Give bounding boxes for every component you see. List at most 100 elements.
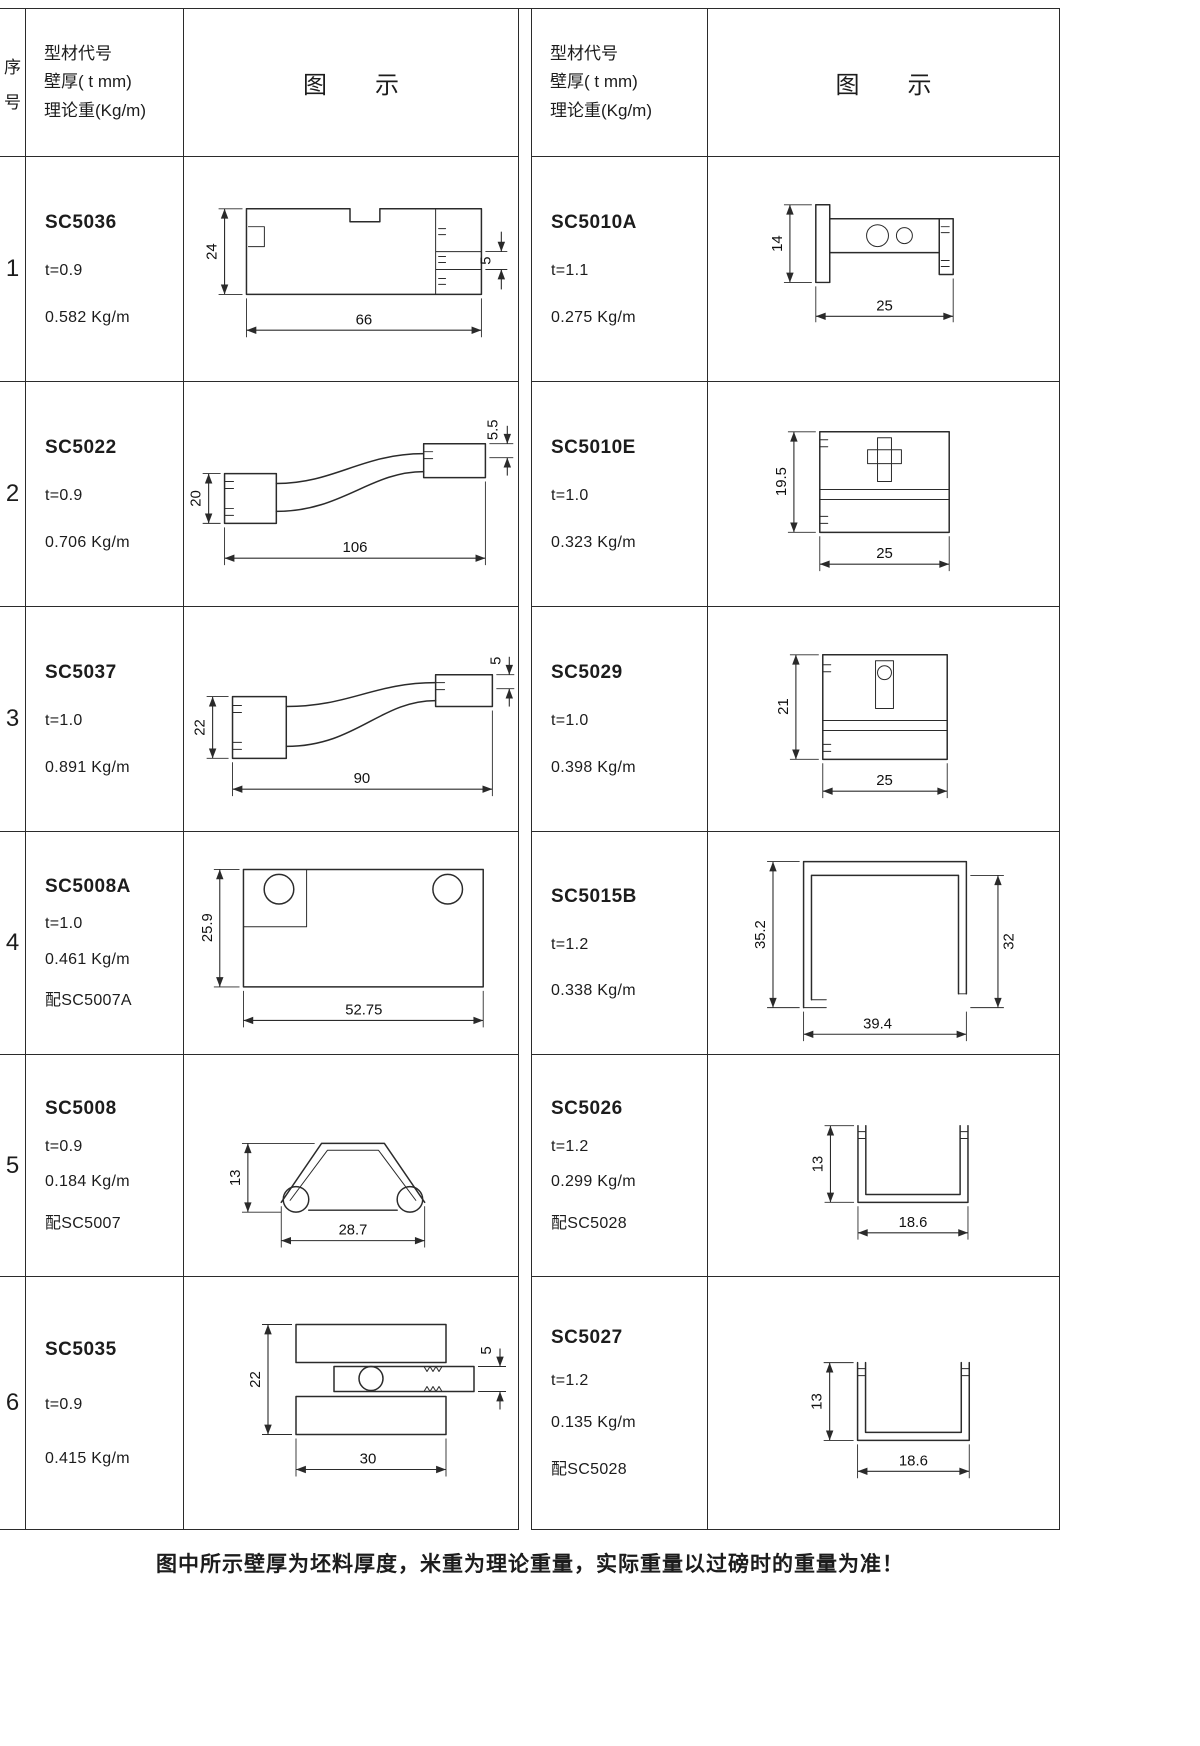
dim-label-height: 21 <box>775 698 792 715</box>
dim-width: 90 <box>232 710 493 797</box>
diagram-sc5008: 13 28.7 <box>228 1142 426 1248</box>
diagram-sc5015b: 35.2 32 39.4 <box>753 860 1018 1042</box>
row-number: 3 <box>0 607 26 832</box>
wall-thickness: t=1.0 <box>45 915 83 933</box>
dim-sub: 5 <box>487 657 515 707</box>
profile-drawing <box>295 1323 475 1436</box>
dim-label-height: 20 <box>188 490 205 507</box>
diagram-cell-sc5010a: 14 25 <box>708 157 1060 382</box>
header-seq-char-top: 序 <box>4 57 21 77</box>
column-divider <box>518 382 532 607</box>
profile-drawing <box>857 1124 969 1204</box>
profile-code: SC5008 <box>45 1098 117 1120</box>
dim-height: 22 <box>192 696 229 759</box>
diagram-cell-sc5029: 21 25 <box>708 607 1060 832</box>
diagram-sc5027: 13 18.6 <box>809 1361 971 1479</box>
header-diagram-label: 图 示 <box>303 72 399 99</box>
match-note: 配SC5028 <box>551 1214 627 1232</box>
dim-width: 25 <box>819 536 950 572</box>
dim-label-sub: 5 <box>487 657 504 665</box>
dim-label-height: 13 <box>811 1156 827 1172</box>
profile-drawing <box>245 208 483 296</box>
unit-weight: 0.582 Kg/m <box>45 308 130 326</box>
column-divider <box>518 607 532 832</box>
profile-info-sc5037: SC5037 t=1.0 0.891 Kg/m <box>26 607 184 832</box>
unit-weight: 0.398 Kg/m <box>551 758 636 776</box>
profile-code: SC5027 <box>551 1326 623 1348</box>
row-number: 6 <box>0 1277 26 1530</box>
profile-code: SC5008A <box>45 875 131 897</box>
wall-thickness: t=1.0 <box>551 487 589 504</box>
profile-drawing <box>242 868 484 988</box>
dim-width: 18.6 <box>857 1206 969 1240</box>
profile-info-sc5036: SC5036 t=0.9 0.582 Kg/m <box>26 157 184 382</box>
profile-drawing <box>280 1142 426 1213</box>
dim-label-width: 39.4 <box>863 1016 892 1032</box>
header-seq: 序 号 <box>0 9 26 157</box>
unit-weight: 0.323 Kg/m <box>551 533 636 551</box>
dim-width: 66 <box>246 298 482 338</box>
header-diagram-label: 图 示 <box>835 72 932 99</box>
wall-thickness: t=1.1 <box>551 262 589 279</box>
dim-height: 14 <box>769 204 812 283</box>
profile-drawing <box>231 673 494 760</box>
dim-label-height: 13 <box>228 1170 244 1186</box>
unit-weight: 0.299 Kg/m <box>551 1173 636 1191</box>
dim-label-sub: 5 <box>478 1346 495 1354</box>
header-weight-line: 理论重(Kg/m) <box>44 100 146 120</box>
dim-height: 13 <box>811 1125 855 1203</box>
profile-info-sc5008a: SC5008A t=1.0 0.461 Kg/m 配SC5007A <box>26 832 184 1055</box>
dim-label-width: 28.7 <box>339 1223 368 1239</box>
dim-label-height: 14 <box>769 235 786 252</box>
unit-weight: 0.135 Kg/m <box>551 1413 636 1431</box>
dim-width: 25 <box>815 278 954 323</box>
diagram-sc5026: 13 18.6 <box>811 1124 969 1240</box>
match-note: 配SC5007 <box>45 1214 121 1232</box>
dim-label-width: 66 <box>356 311 373 328</box>
wall-thickness: t=0.9 <box>45 262 83 279</box>
dim-sub: 32 <box>970 874 1018 1009</box>
profile-code: SC5036 <box>45 211 117 233</box>
diagram-cell-sc5026: 13 18.6 <box>708 1055 1060 1277</box>
wall-thickness: t=0.9 <box>45 487 83 504</box>
diagram-sc5029: 21 25 <box>775 654 948 799</box>
profile-code: SC5015B <box>551 886 637 907</box>
dim-label-height: 24 <box>204 243 221 260</box>
diagram-sc5022: 20 106 5.5 <box>188 419 514 566</box>
diagram-sc5035: 22 30 5 <box>247 1323 506 1477</box>
dim-height: 24 <box>204 208 243 295</box>
unit-weight: 0.706 Kg/m <box>45 533 130 551</box>
dim-height: 19.5 <box>773 431 816 533</box>
dim-width: 25 <box>822 763 948 799</box>
dim-sub: 5 <box>478 1346 506 1410</box>
dim-label-width: 25 <box>876 545 893 562</box>
dim-label-width: 25 <box>876 297 893 314</box>
profile-code: SC5029 <box>551 661 623 683</box>
diagram-cell-sc5036: 24 66 5 <box>184 157 518 382</box>
header-seq-char-bottom: 号 <box>4 92 21 112</box>
wall-thickness: t=1.2 <box>551 1372 589 1390</box>
diagram-cell-sc5035: 22 30 5 <box>184 1277 518 1530</box>
match-note: 配SC5028 <box>551 1461 627 1479</box>
profile-drawing <box>819 431 950 534</box>
header-diagram-left: 图 示 <box>184 9 518 157</box>
dim-width: 30 <box>295 1438 447 1477</box>
dim-label-width: 106 <box>343 539 368 556</box>
dim-width: 28.7 <box>280 1206 426 1248</box>
dim-height: 25.9 <box>200 869 240 988</box>
match-note: 配SC5007A <box>45 992 132 1010</box>
diagram-sc5037: 22 90 5 <box>192 657 515 797</box>
header-profile-info-left: 型材代号 壁厚( t mm) 理论重(Kg/m) <box>26 9 184 157</box>
profile-code: SC5035 <box>45 1338 117 1360</box>
dim-label-sub: 5 <box>477 256 494 264</box>
profile-code: SC5022 <box>45 436 117 458</box>
profile-info-sc5008: SC5008 t=0.9 0.184 Kg/m 配SC5007 <box>26 1055 184 1277</box>
unit-weight: 0.415 Kg/m <box>45 1449 130 1467</box>
unit-weight: 0.184 Kg/m <box>45 1173 130 1191</box>
dim-label-width: 30 <box>360 1451 377 1468</box>
row-number: 1 <box>0 157 26 382</box>
profile-drawing <box>223 442 487 525</box>
diagram-cell-sc5008a: 25.9 52.75 <box>184 832 518 1055</box>
dim-height: 13 <box>809 1362 854 1441</box>
profile-info-sc5035: SC5035 t=0.9 0.415 Kg/m <box>26 1277 184 1530</box>
